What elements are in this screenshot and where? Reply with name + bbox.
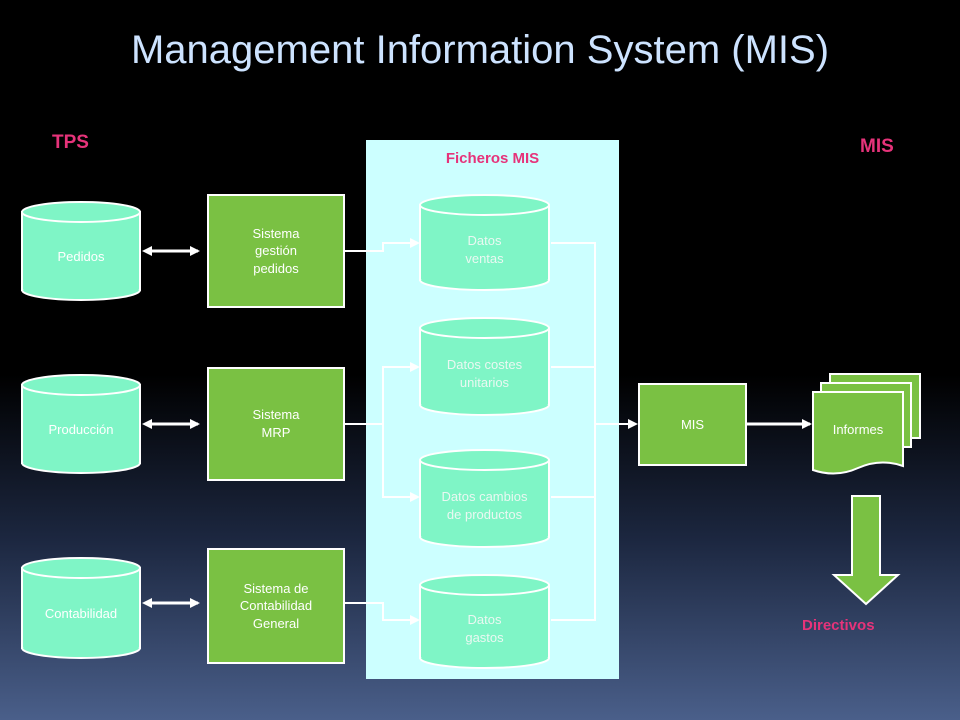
page-title: Management Information System (MIS) <box>130 28 830 72</box>
cylinder-datos-costes <box>419 317 550 416</box>
cylinder-produccion <box>21 374 141 474</box>
down-arrow <box>831 495 901 606</box>
box-sistema-mrp: Sistema MRP <box>207 367 345 481</box>
cylinder-datos-gastos <box>419 574 550 669</box>
cylinder-pedidos <box>21 201 141 301</box>
cylinder-contabilidad <box>21 557 141 659</box>
label-pedidos: Pedidos <box>57 249 105 265</box>
connector-mrp-costes <box>345 362 420 425</box>
label-datos-cambios: Datos cambios de productos <box>441 489 528 522</box>
box-sistema-gestion-pedidos: Sistema gestión pedidos <box>207 194 345 308</box>
cylinder-datos-ventas <box>419 194 550 291</box>
bus-line <box>551 242 596 621</box>
label-datos-costes: Datos costes unitarios <box>446 357 523 390</box>
connector-pedidos-ventas <box>345 238 420 252</box>
ficheros-label: Ficheros MIS <box>445 150 540 167</box>
connector-contabilidad-gastos <box>345 602 420 625</box>
box-sistema-contabilidad: Sistema de Contabilidad General <box>207 548 345 664</box>
box-mis: MIS <box>638 383 747 466</box>
label-produccion: Producción <box>48 422 114 438</box>
cylinder-datos-cambios <box>419 449 550 548</box>
label-datos-gastos: Datos gastos <box>465 612 504 645</box>
informes-document-stack <box>812 373 921 475</box>
label-informes: Informes <box>832 422 884 438</box>
label-contabilidad: Contabilidad <box>44 606 118 622</box>
tps-label: TPS <box>52 132 89 153</box>
label-datos-ventas: Datos ventas <box>465 233 504 266</box>
directivos-label: Directivos <box>802 617 875 634</box>
mis-label: MIS <box>860 136 894 157</box>
connector-mrp-cambios <box>382 424 420 502</box>
